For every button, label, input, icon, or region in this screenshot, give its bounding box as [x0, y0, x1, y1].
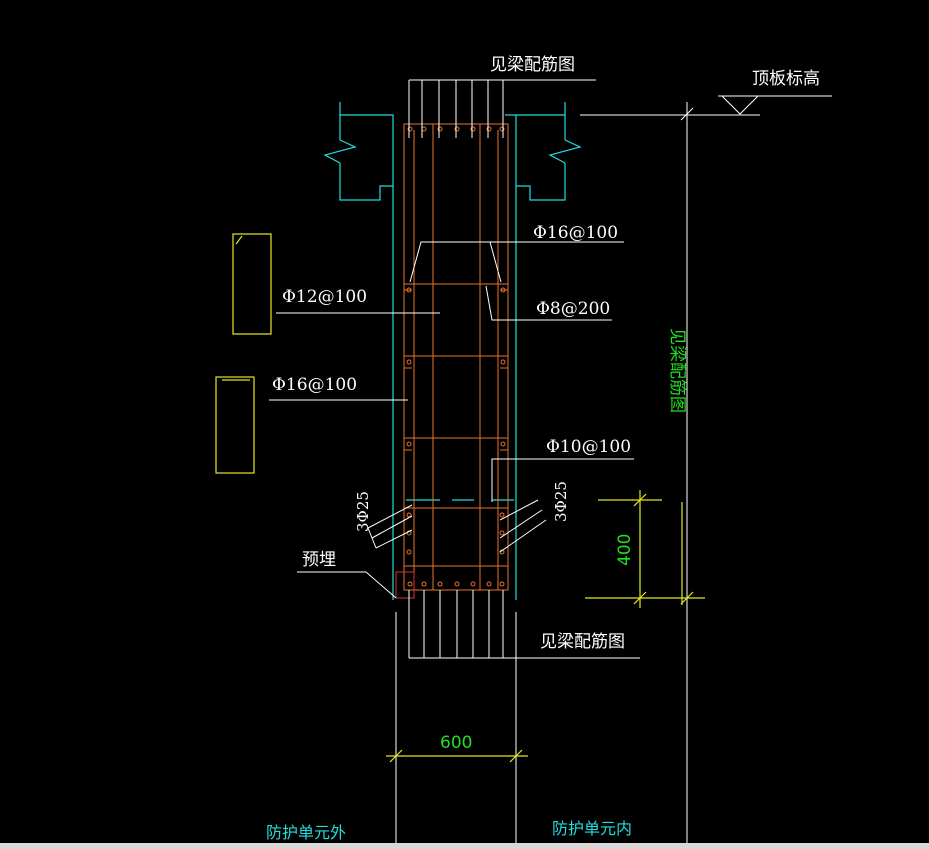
rebar-cage: [403, 123, 509, 591]
label-embedded: 预埋: [302, 550, 336, 570]
label-rebar-phi12: Φ12@100: [282, 287, 367, 307]
label-see-beam-vertical: 见梁配筋图: [667, 328, 687, 413]
beam-bars: [408, 79, 640, 659]
wall-outline: [323, 102, 582, 600]
label-rebar-phi10: Φ10@100: [546, 437, 631, 457]
label-inside-protection-unit: 防护单元内: [552, 819, 632, 838]
elevation-marker: [580, 95, 832, 843]
section-sketches: [215, 233, 705, 763]
bottom-scrollbar[interactable]: [0, 843, 929, 849]
embedded-plate: [395, 571, 415, 599]
wall-extension: [395, 612, 517, 843]
dim-600: 600: [440, 733, 472, 753]
label-rebar-phi8: Φ8@200: [536, 299, 610, 319]
label-outside-protection-unit: 防护单元外: [266, 823, 346, 842]
dim-400: 400: [615, 534, 635, 566]
label-3phi25-right: 3Φ25: [552, 481, 570, 522]
label-see-beam-top: 见梁配筋图: [490, 55, 575, 75]
label-3phi25-left: 3Φ25: [354, 491, 372, 532]
label-rebar-phi16-top: Φ16@100: [533, 223, 618, 243]
label-top-slab-elevation: 顶板标高: [752, 69, 820, 89]
label-rebar-phi16-left: Φ16@100: [272, 375, 357, 395]
label-see-beam-bottom: 见梁配筋图: [540, 632, 625, 652]
leader-lines: [269, 241, 634, 599]
